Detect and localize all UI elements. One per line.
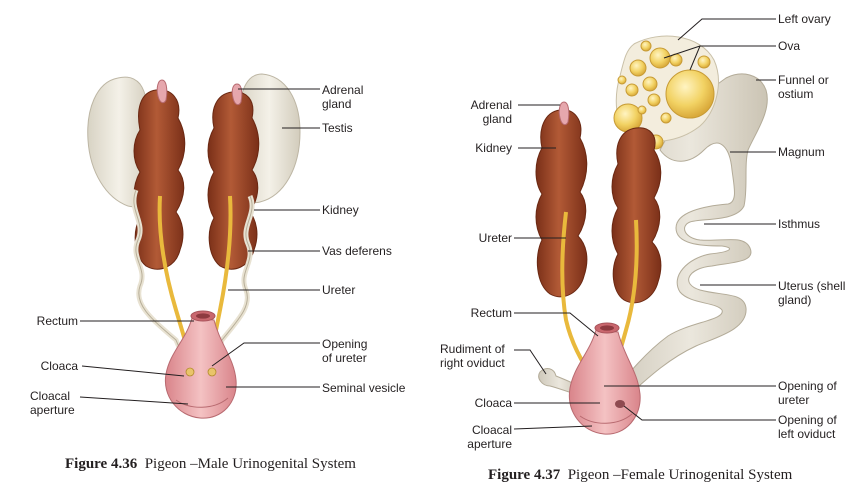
female-oviduct: [611, 73, 768, 403]
male-adrenal-left: [156, 79, 168, 104]
male-label-cloaca: Cloaca: [40, 359, 78, 373]
female-label-funnel-or-ostium: Funnel or ostium: [778, 73, 829, 101]
female-label-magnum: Magnum: [778, 145, 825, 159]
female-label-cloacal-aperture: Cloacal aperture: [467, 423, 512, 451]
male-figure-title: Pigeon –Male Urinogenital System: [144, 456, 356, 472]
male-label-vas-deferens: Vas deferens: [322, 244, 392, 258]
female-cloacal-aperture: [579, 413, 633, 424]
male-label-testis: Testis: [322, 121, 353, 135]
male-figure-number: Figure 4.36: [65, 456, 138, 472]
male-kidney-left: [133, 89, 186, 270]
female-label-left-ovary: Left ovary: [778, 12, 831, 26]
female-kidney-left: [535, 109, 588, 298]
male-label-seminal-vesicle: Seminal vesicle: [322, 381, 406, 395]
female-diagram: [513, 18, 776, 435]
female-kidney-right: [611, 127, 662, 304]
female-label-rectum: Rectum: [470, 306, 512, 320]
male-label-adrenal-gland: Adrenal gland: [322, 83, 364, 111]
male-diagram: [79, 73, 320, 419]
female-label-ova: Ova: [778, 39, 801, 53]
male-label-rectum: Rectum: [36, 314, 78, 328]
female-adrenal: [558, 101, 570, 126]
male-seminal-vesicle-right: [207, 367, 217, 377]
female-opening-left-oviduct: [615, 400, 625, 408]
female-label-ureter: Ureter: [478, 231, 512, 245]
female-label-opening-of-left-oviduct: Opening of left oviduct: [778, 413, 837, 441]
female-figure-number: Figure 4.37: [488, 467, 561, 483]
male-figure-caption: Figure 4.36 Pigeon –Male Urinogenital Sy…: [65, 456, 356, 473]
male-vas-deferens-right-edge: [213, 195, 253, 367]
male-leader-lines: [79, 88, 320, 405]
female-label-opening-of-ureter: Opening of ureter: [778, 379, 837, 407]
female-figure-title: Pigeon –Female Urinogenital System: [567, 467, 793, 483]
female-leader-lines: [513, 18, 776, 430]
male-vas-deferens-left-edge: [133, 189, 189, 369]
male-seminal-vesicle-left: [185, 367, 195, 377]
male-cloaca: [164, 317, 237, 419]
male-label-ureter: Ureter: [322, 283, 356, 297]
female-figure-caption: Figure 4.37 Pigeon –Female Urinogenital …: [488, 467, 792, 484]
male-cloacal-aperture: [175, 397, 229, 408]
male-kidney-right: [207, 91, 260, 270]
female-label-uterus: Uterus (shell gland): [778, 279, 846, 307]
female-label-adrenal-gland: Adrenal gland: [470, 98, 512, 126]
female-label-cloaca: Cloaca: [474, 396, 512, 410]
male-label-kidney: Kidney: [322, 203, 359, 217]
female-cloaca: [568, 329, 641, 435]
female-label-kidney: Kidney: [475, 141, 512, 155]
female-ova: [613, 40, 715, 150]
male-label-opening-of-ureter: Opening of ureter: [322, 337, 368, 365]
male-label-cloacal-aperture: Cloacal aperture: [30, 389, 75, 417]
female-label-isthmus: Isthmus: [778, 217, 821, 231]
female-label-rudiment-right-oviduct: Rudiment of right oviduct: [440, 342, 505, 370]
